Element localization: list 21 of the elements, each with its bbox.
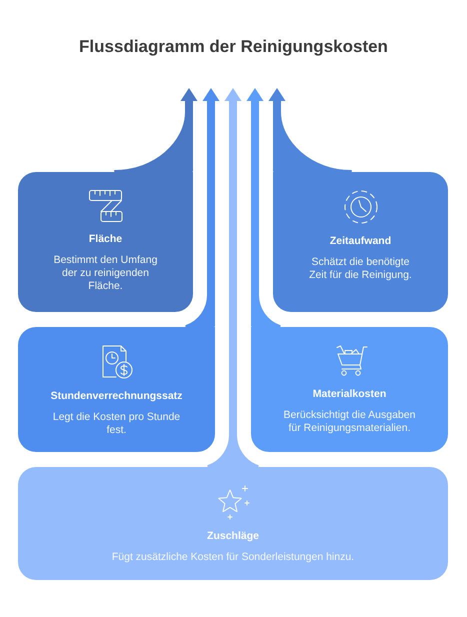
node-description: Fügt zusätzliche Kosten für Sonderleistungen hinzu. xyxy=(112,551,354,564)
process-box xyxy=(273,172,448,312)
flow-arrow xyxy=(268,88,352,173)
flow-arrow xyxy=(114,88,198,173)
flow-arrow xyxy=(207,88,259,468)
process-box xyxy=(18,327,215,452)
process-box xyxy=(18,467,448,580)
flow-arrow xyxy=(185,88,220,328)
node-description: Berücksichtigt die Ausgaben für Reinigungsmaterialien. xyxy=(282,409,416,435)
node-title: Zuschläge xyxy=(207,529,259,543)
diagram-title: Flussdiagramm der Reinigungskosten xyxy=(79,37,388,57)
node-description: Schätzt die benötigte Zeit für die Reinigung. xyxy=(308,256,413,282)
node-description: Legt die Kosten pro Stunde fest. xyxy=(52,411,182,437)
node-title: Materialkosten xyxy=(312,387,386,401)
node-title: Stundenverrechnungssatz xyxy=(50,389,182,403)
flow-arrow xyxy=(246,88,281,328)
node-title: Zeitaufwand xyxy=(330,234,392,248)
node-title: Fläche xyxy=(88,232,122,246)
process-box xyxy=(18,172,193,312)
process-box xyxy=(251,327,448,452)
node-description: Bestimmt den Umfang der zu reinigenden Fläche. xyxy=(52,254,158,293)
